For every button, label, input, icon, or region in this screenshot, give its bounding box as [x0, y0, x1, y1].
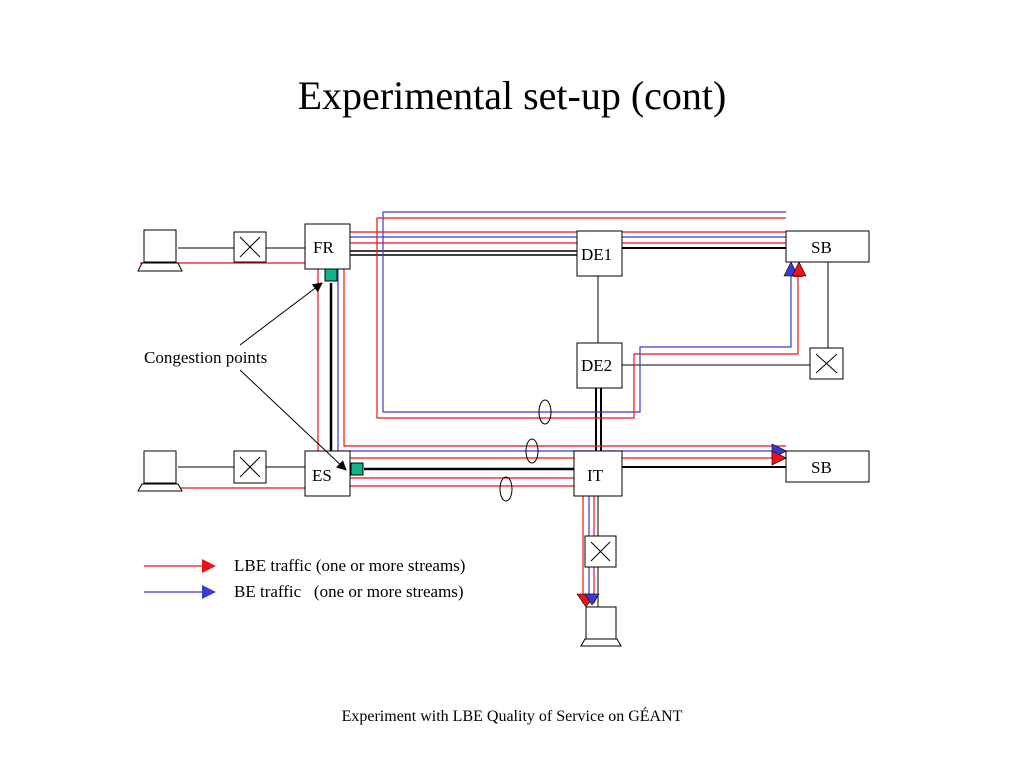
- legend-lbe-arrow: [202, 559, 216, 573]
- node-sb-top: SB: [785, 230, 870, 263]
- host-computer-2: [137, 450, 183, 492]
- node-sb-bottom: SB: [785, 450, 870, 483]
- svg-text:SB: SB: [811, 238, 832, 257]
- legend-lbe-label: LBE traffic (one or more streams): [234, 556, 465, 575]
- svg-text:ES: ES: [312, 466, 332, 485]
- svg-text:FR: FR: [313, 238, 334, 257]
- lbe-path-fr-loop: [376, 217, 803, 419]
- legend: LBE traffic (one or more streams) BE tra…: [144, 556, 465, 601]
- tunnel-markers: [499, 399, 552, 502]
- arrowhead-red-sbtop: [791, 261, 807, 277]
- tunnel-ellipse-3: [499, 476, 513, 502]
- legend-be-arrow: [202, 585, 216, 599]
- be-path-fr-sbbottom: [337, 238, 787, 456]
- tunnel-ellipse-1: [538, 399, 552, 425]
- slide-footer: Experiment with LBE Quality of Service o…: [341, 708, 683, 725]
- switch-icon-2: [233, 450, 267, 484]
- host-computer-1: [137, 229, 183, 272]
- node-de1: DE1: [576, 230, 623, 277]
- traffic-arrowheads: [576, 261, 807, 608]
- callout-arrow-es: [239, 369, 347, 471]
- svg-text:DE2: DE2: [581, 356, 612, 375]
- tunnel-ellipse-2: [525, 438, 539, 464]
- switch-icon-3: [809, 347, 844, 380]
- switch-icon-4: [584, 535, 617, 568]
- lbe-path-fr-down2: [343, 243, 786, 447]
- congestion-callout-label: Congestion points: [144, 348, 267, 367]
- be-traffic-paths: [337, 211, 792, 604]
- node-es: ES: [304, 450, 351, 497]
- host-computer-3: [580, 606, 622, 647]
- node-fr: FR: [304, 223, 351, 270]
- congestion-point-es: [350, 462, 364, 476]
- switch-icon-1: [233, 231, 267, 263]
- congestion-point-fr: [324, 268, 338, 282]
- svg-text:SB: SB: [811, 458, 832, 477]
- arrowhead-red-sbbottom: [771, 450, 787, 466]
- network-links: [178, 247, 829, 607]
- node-it: IT: [573, 450, 623, 497]
- svg-text:DE1: DE1: [581, 245, 612, 264]
- node-de2: DE2: [576, 342, 623, 389]
- arrowhead-blue-host3: [584, 593, 600, 606]
- callout-arrow-fr: [239, 282, 323, 346]
- svg-text:IT: IT: [587, 466, 604, 485]
- be-path-loop: [382, 211, 792, 413]
- legend-be-label: BE traffic (one or more streams): [234, 582, 464, 601]
- slide-title: Experimental set-up (cont): [297, 73, 727, 118]
- lbe-traffic-paths: [140, 217, 803, 604]
- lbe-path-host1-sbtop: [140, 262, 787, 463]
